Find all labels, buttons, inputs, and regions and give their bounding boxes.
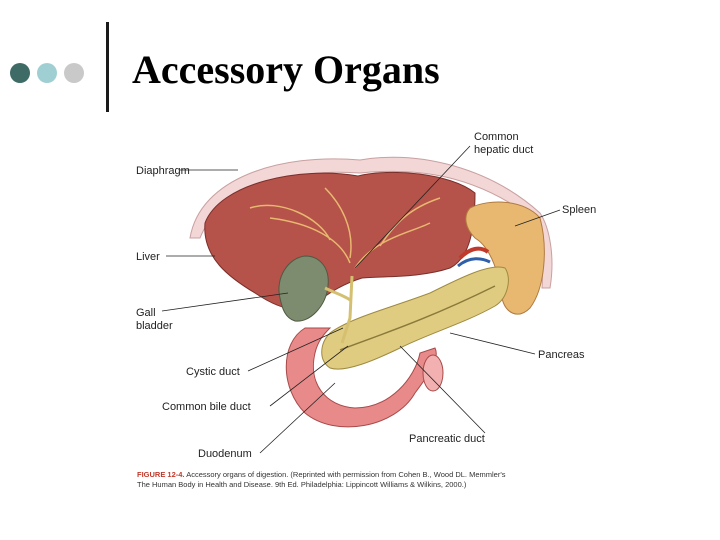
title-divider (106, 22, 109, 112)
caption-line-2: The Human Body in Health and Disease. 9t… (137, 480, 607, 490)
liver (205, 172, 475, 309)
bullet-dot-1 (10, 63, 30, 83)
label-spleen: Spleen (562, 204, 596, 216)
accessory-organs-diagram: Diaphragm Liver Gall bladder Cystic duct… (130, 128, 610, 468)
caption-number: FIGURE 12-4. (137, 470, 185, 479)
label-pancreatic-duct: Pancreatic duct (409, 433, 485, 445)
label-gall: Gall (136, 307, 156, 319)
slide-title: Accessory Organs (132, 46, 440, 93)
bullet-dot-3 (64, 63, 84, 83)
label-common-bile-duct: Common bile duct (162, 401, 251, 413)
label-common: Common (474, 131, 519, 143)
figure-caption: FIGURE 12-4. Accessory organs of digesti… (137, 470, 607, 490)
label-duodenum: Duodenum (198, 448, 252, 460)
label-cystic-duct: Cystic duct (186, 366, 240, 378)
caption-line-1: Accessory organs of digestion. (Reprinte… (186, 470, 505, 479)
splenic-vein (458, 259, 490, 266)
label-pancreas: Pancreas (538, 349, 585, 361)
label-diaphragm: Diaphragm (136, 165, 190, 177)
label-hepatic-duct: hepatic duct (474, 144, 533, 156)
label-bladder: bladder (136, 320, 173, 332)
label-liver: Liver (136, 251, 160, 263)
bullet-dot-2 (37, 63, 57, 83)
